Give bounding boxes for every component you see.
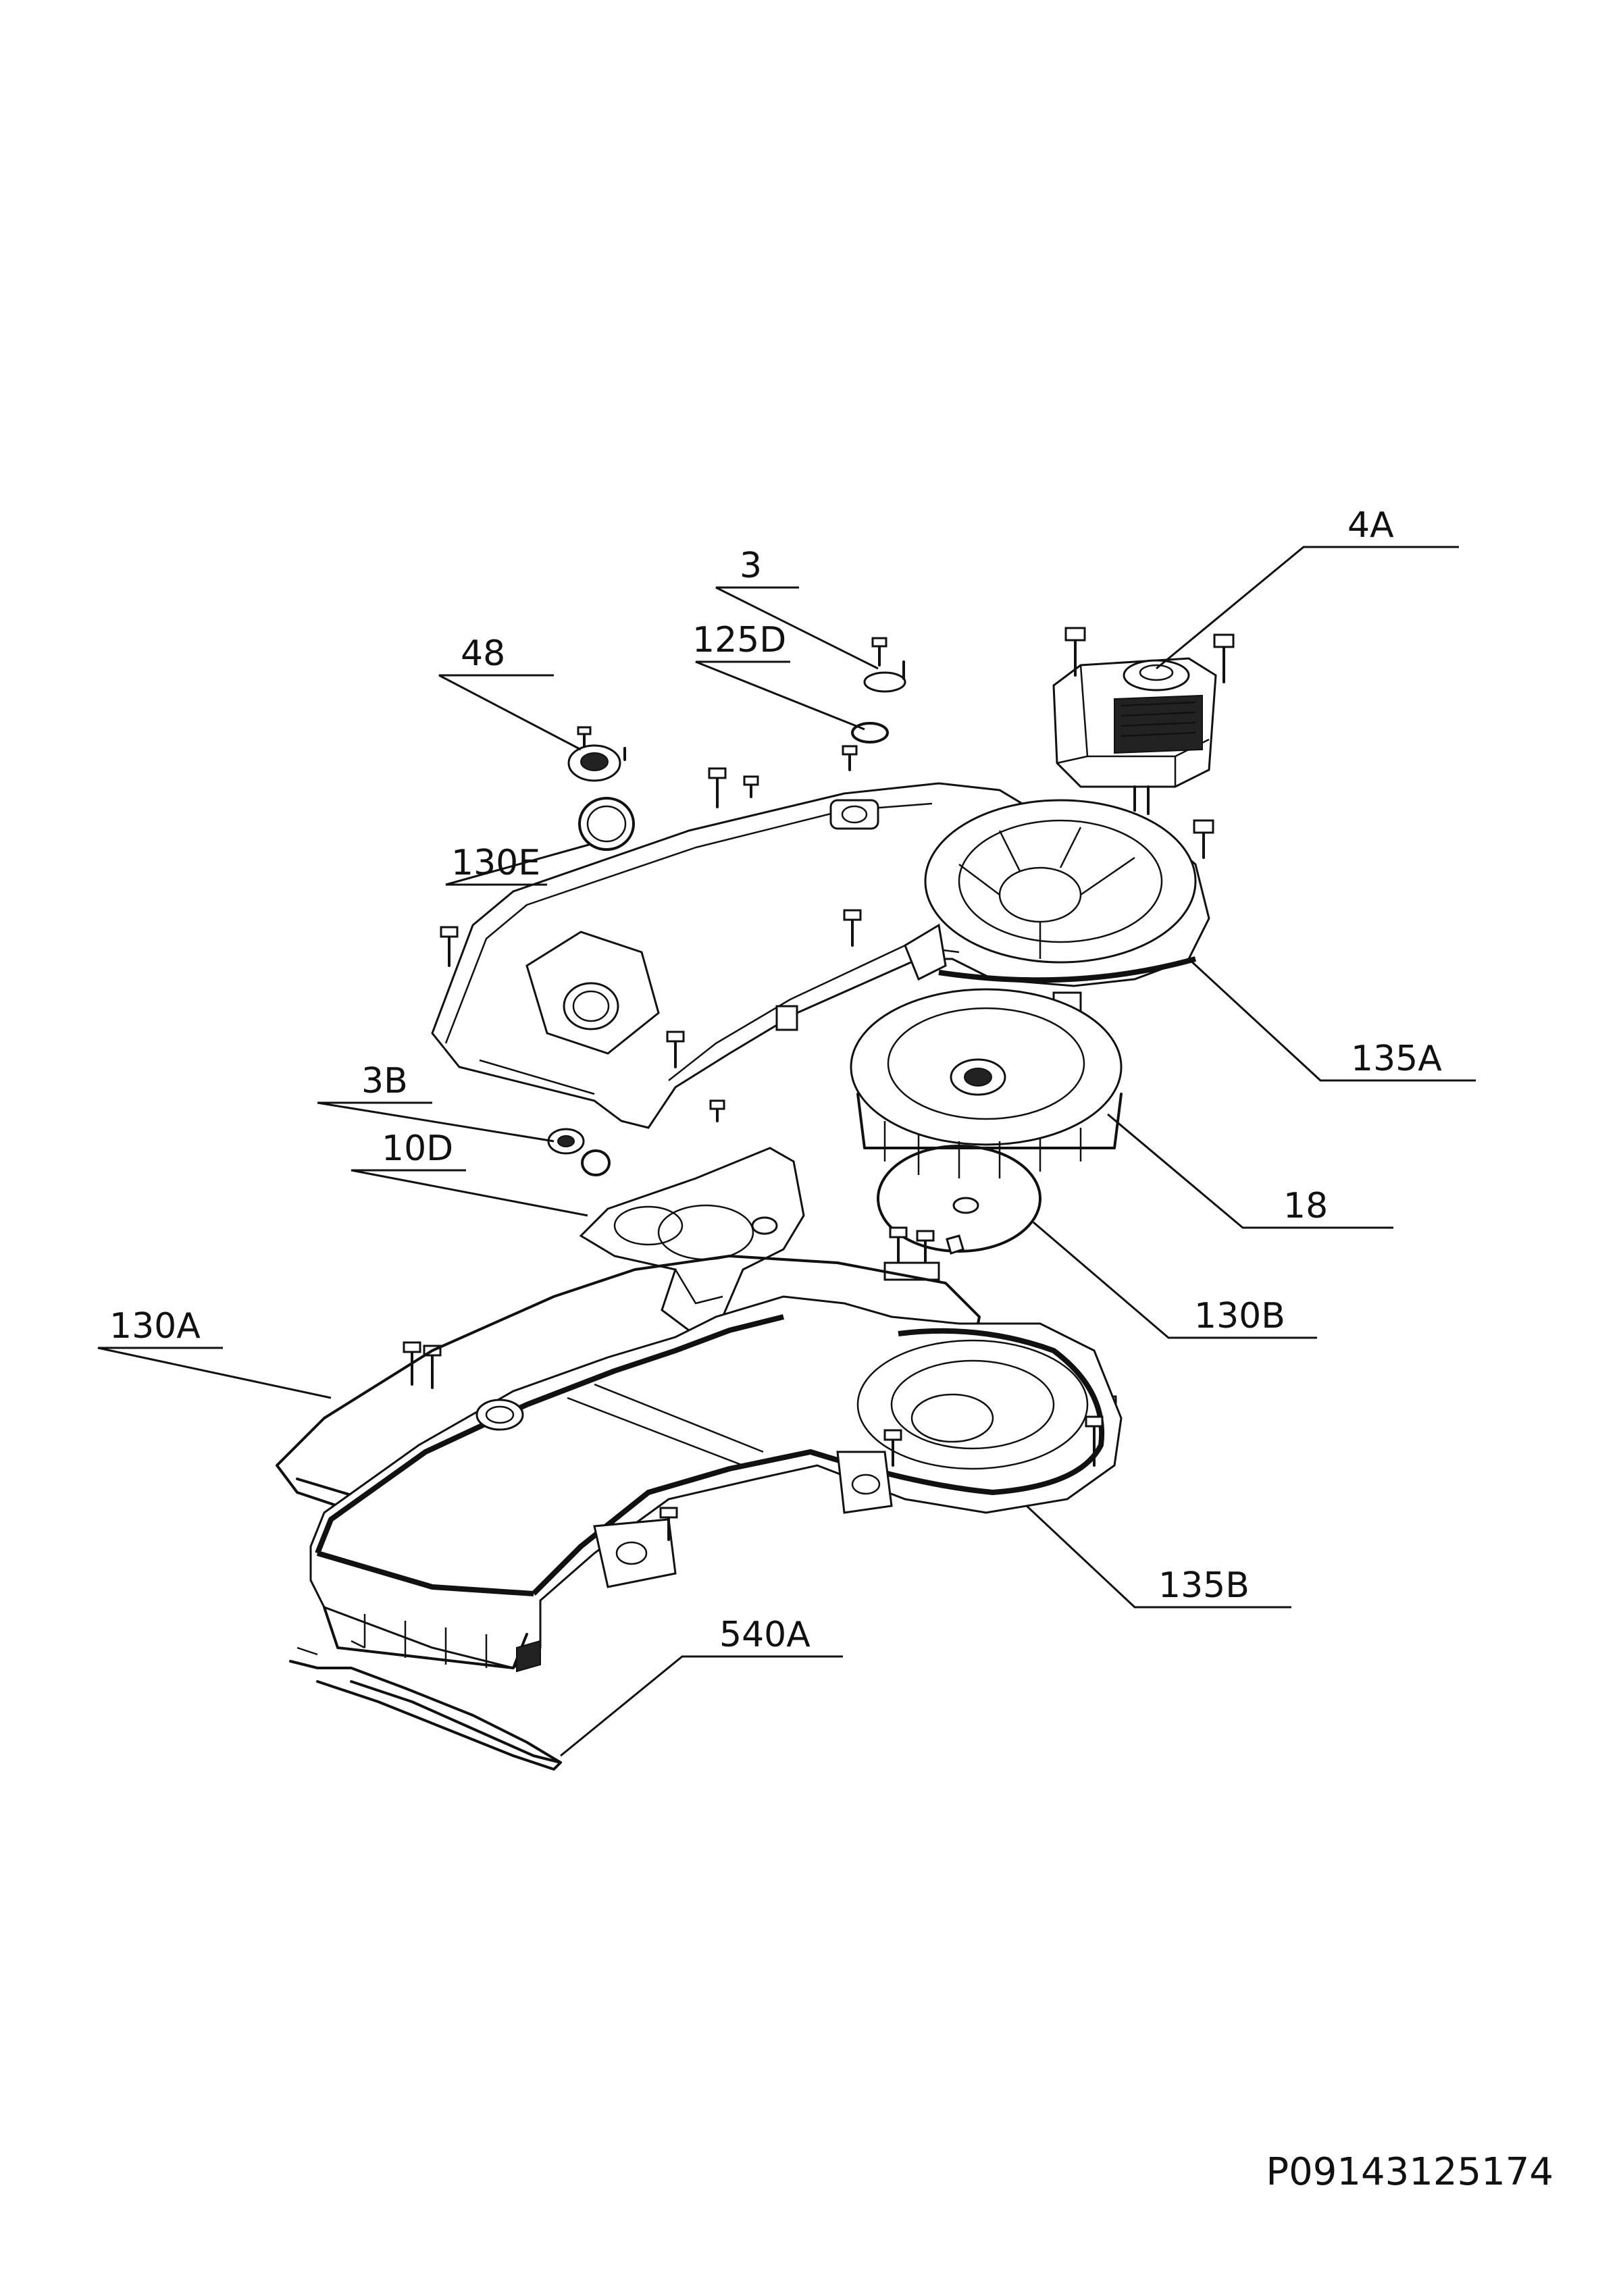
clip-part-3 — [863, 637, 906, 693]
callout-label-3B: 3B — [361, 1061, 408, 1101]
callout-label-18: 18 — [1283, 1186, 1328, 1226]
lower-housing-part-135B — [309, 1295, 1123, 1673]
drawing-code: P09143125174 — [1266, 2150, 1553, 2194]
gasket-disc-part-130B — [877, 1145, 1041, 1255]
callout-label-130A: 130A — [109, 1306, 201, 1347]
thermostat-part-48 — [567, 726, 626, 782]
callout-label-48: 48 — [461, 633, 505, 674]
callout-label-540A: 540A — [719, 1615, 810, 1655]
callout-label-125D: 125D — [692, 620, 786, 660]
upper-housing-part-135A — [431, 782, 1210, 1129]
callout-label-135A: 135A — [1351, 1039, 1442, 1079]
callout-label-130B: 130B — [1194, 1296, 1285, 1336]
motor-part-4A — [1052, 627, 1235, 859]
oring-part-125D — [851, 722, 889, 743]
seal-ring-part-130E — [578, 797, 635, 851]
callout-label-10D: 10D — [382, 1128, 453, 1169]
callout-label-135B: 135B — [1158, 1565, 1250, 1606]
callout-label-3: 3 — [740, 546, 762, 586]
heating-element-part-540A — [289, 1640, 562, 1771]
callout-labels: 4A 3 125D 48 130E 135A 3B 10D 18 130B 13… — [109, 505, 1442, 1655]
oring-part-10D — [581, 1149, 611, 1176]
leader-lines — [97, 546, 1476, 1757]
callout-label-4A: 4A — [1347, 505, 1394, 546]
screws-upper — [708, 745, 858, 808]
fan-impeller-part-18 — [850, 988, 1123, 1178]
callout-label-130E: 130E — [451, 843, 540, 883]
